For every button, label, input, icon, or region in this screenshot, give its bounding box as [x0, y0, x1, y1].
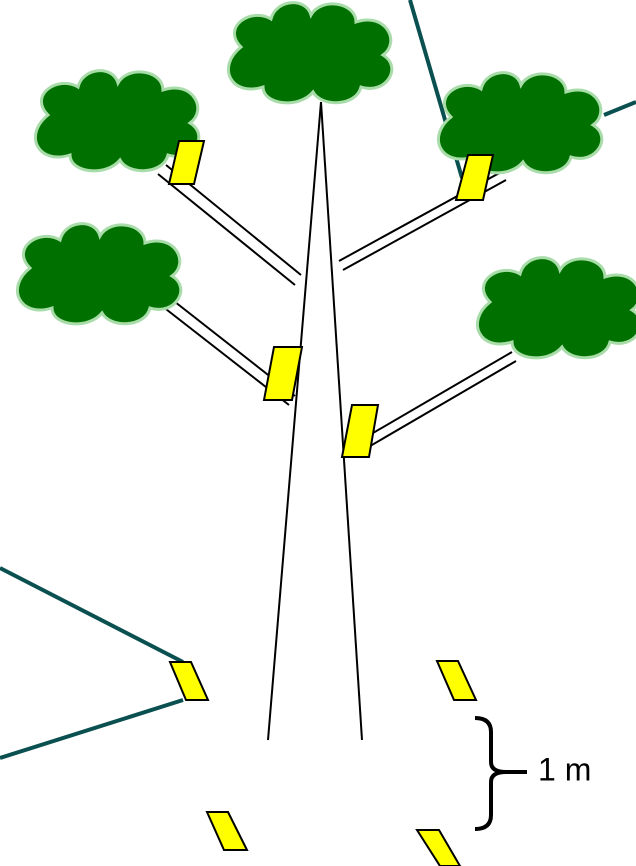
cable-left-lower: [0, 698, 184, 760]
cable-left-upper: [0, 566, 184, 664]
sensor-bottom-right: [415, 829, 462, 866]
sensor-mid-left-branch: [262, 346, 304, 401]
branches: [157, 164, 517, 457]
sensor-ground-right: [435, 660, 478, 701]
canopy-top-center: [227, 1, 394, 105]
sensor-bottom-left: [205, 811, 249, 851]
sensors: [167, 140, 495, 866]
canopies: [16, 1, 636, 360]
scale-indicator: 1 m: [474, 716, 591, 831]
sensor-upper-left-branch: [167, 140, 206, 185]
trunk: [267, 101, 363, 741]
sensor-upper-right-branch: [454, 154, 495, 201]
canopy-mid-left: [16, 222, 183, 326]
scale-label: 1 m: [538, 751, 591, 787]
branch-mid-right: [348, 351, 517, 457]
canopy-upper-right: [437, 71, 604, 175]
sensor-ground-left: [168, 661, 210, 701]
canopy-upper-left: [34, 69, 201, 173]
cable-right-edge: [603, 100, 636, 117]
canopy-mid-right: [476, 256, 636, 360]
sensor-mid-right-branch: [340, 404, 380, 458]
scale-bracket: [474, 716, 507, 831]
